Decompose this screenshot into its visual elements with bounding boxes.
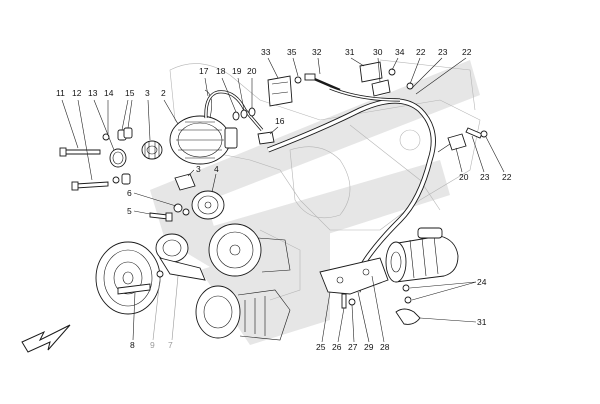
callout-8: 8: [130, 340, 135, 350]
callout-31: 30: [373, 47, 383, 57]
nut-36: [294, 76, 302, 84]
cable-terminal: [437, 133, 467, 153]
callout-12: 13: [88, 88, 98, 98]
bracket-small: [174, 173, 196, 191]
callout-9: 9: [150, 340, 155, 350]
clip-35-21: [388, 68, 414, 90]
grommets: [232, 107, 256, 121]
clamp-15: [257, 131, 275, 145]
callout-13: 14: [104, 88, 114, 98]
bolt-22-23: [465, 127, 488, 139]
callout-28: 28: [380, 342, 390, 352]
callout-labels: 11 12 13 14 15 3 2 17 18 19 20 16 33 35 …: [56, 47, 512, 352]
bracket-32: [359, 61, 383, 83]
nuts-24: [402, 284, 412, 304]
washer-9: [156, 270, 164, 278]
cable-33: [304, 73, 341, 92]
bracket-31: [371, 79, 391, 97]
terminal-boot: [395, 308, 421, 325]
callout-21: 22: [416, 47, 426, 57]
callout-2: 3: [145, 88, 150, 98]
belt-tensioner: [155, 233, 206, 281]
crank-pulley: [95, 241, 161, 315]
callout-22-right: 22: [502, 172, 512, 182]
callout-6: 6: [127, 188, 132, 198]
starter-motor: [385, 227, 459, 283]
steering-pump: [195, 285, 291, 341]
callout-19: 20: [247, 66, 257, 76]
callout-4: 4: [214, 164, 219, 174]
callout-22-top: 22: [462, 47, 472, 57]
callout-7: 7: [168, 340, 173, 350]
alternator: [169, 89, 238, 165]
callout-26: 26: [332, 342, 342, 352]
callout-5: 5: [127, 206, 132, 216]
wiring-loom-alternator: [204, 90, 264, 132]
starter-bracket: [319, 257, 389, 295]
bolt-short: [149, 212, 173, 222]
callout-25: 25: [316, 342, 326, 352]
callout-3: 3: [196, 164, 201, 174]
callout-16: 17: [199, 66, 209, 76]
callout-33: 32: [312, 47, 322, 57]
callout-10: 11: [56, 88, 65, 98]
callout-11: 12: [72, 88, 82, 98]
alternator-pulley: [141, 140, 163, 160]
callout-29: 29: [364, 342, 374, 352]
ac-compressor: [208, 223, 291, 277]
bracket-34: [267, 75, 293, 107]
engine-block-ghost: [169, 59, 481, 301]
bolt-long-upper: [59, 147, 101, 157]
bolts-26-27: [341, 293, 356, 309]
callout-35: 34: [395, 47, 405, 57]
callout-15: 16: [275, 116, 285, 126]
callout-14: 15: [125, 88, 135, 98]
spacer-bushings: [117, 127, 133, 185]
callout-18: 19: [232, 66, 242, 76]
main-power-cable: [267, 86, 436, 293]
washer-oring: [109, 148, 127, 168]
callout-23-top: 23: [438, 47, 448, 57]
bolt-long-lower: [71, 181, 109, 191]
callout-34: 33: [261, 47, 271, 57]
callout-23-right: 23: [480, 172, 490, 182]
callout-1: 2: [161, 88, 166, 98]
callout-30: 31: [477, 317, 487, 327]
callout-24: 24: [477, 277, 487, 287]
callout-27: 27: [348, 342, 358, 352]
callout-32: 31: [345, 47, 355, 57]
callout-36: 35: [287, 47, 297, 57]
direction-arrow-icon: [21, 324, 71, 353]
idler-pulley: [191, 190, 225, 220]
callout-17: 18: [216, 66, 226, 76]
callout-20: 20: [459, 172, 469, 182]
